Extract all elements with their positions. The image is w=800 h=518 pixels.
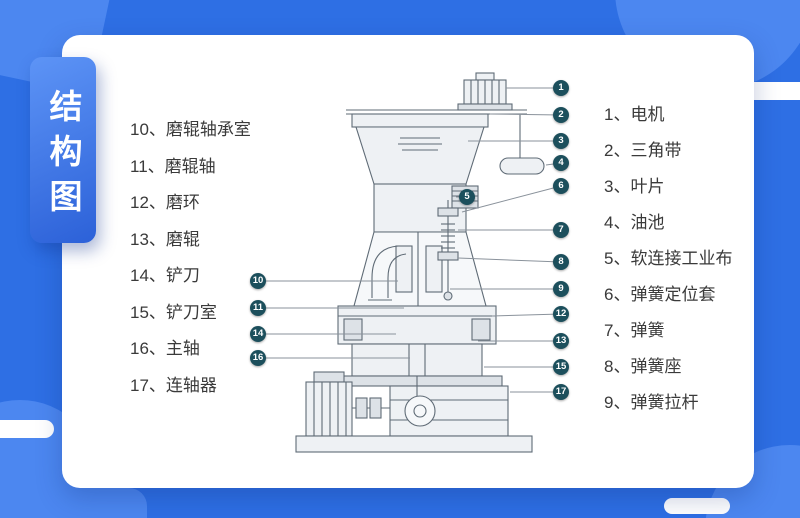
part-label-3: 3、叶片 [604,177,665,196]
part-label-13: 13、磨辊 [130,229,200,249]
part-label-6: 6、弹簧定位套 [604,285,716,304]
part-label-15: 15、铲刀室 [130,302,217,322]
parts-list-left: 10、磨辊轴承室 11、磨辊轴 12、磨环 13、磨辊 14、铲刀 15、铲刀室 16、主轴… [130,112,251,404]
title-banner: 结构图 [30,57,96,243]
parts-list-right: 1、电机 2、三角带 3、叶片 4、油池 5、软连接工业布 6、弹簧定位套 7、弹簧 8、弹簧… [604,97,732,421]
part-label-12: 12、磨环 [130,193,200,212]
part-label-14: 14、铲刀 [130,266,200,285]
part-label-4: 4、油池 [604,213,665,232]
decor-pill-top-right [744,82,800,100]
part-label-16: 16、主轴 [130,339,200,358]
part-label-1: 1、电机 [604,105,665,124]
part-label-17: 17、连轴器 [130,375,217,395]
part-label-9: 9、弹簧拉杆 [604,393,699,412]
part-label-10: 10、磨辊轴承室 [130,120,251,139]
part-label-2: 2、三角带 [604,141,682,160]
part-label-8: 8、弹簧座 [604,357,682,376]
part-label-5: 5、软连接工业布 [604,249,733,268]
decor-pill-bottom-right [664,498,730,514]
decor-blob-bottom-left [52,488,147,518]
page-title: 结构图 [45,88,82,224]
part-label-7: 7、弹簧 [604,321,665,340]
decor-pill-bottom-left [0,420,54,438]
part-label-11: 11、磨辊轴 [130,156,216,176]
